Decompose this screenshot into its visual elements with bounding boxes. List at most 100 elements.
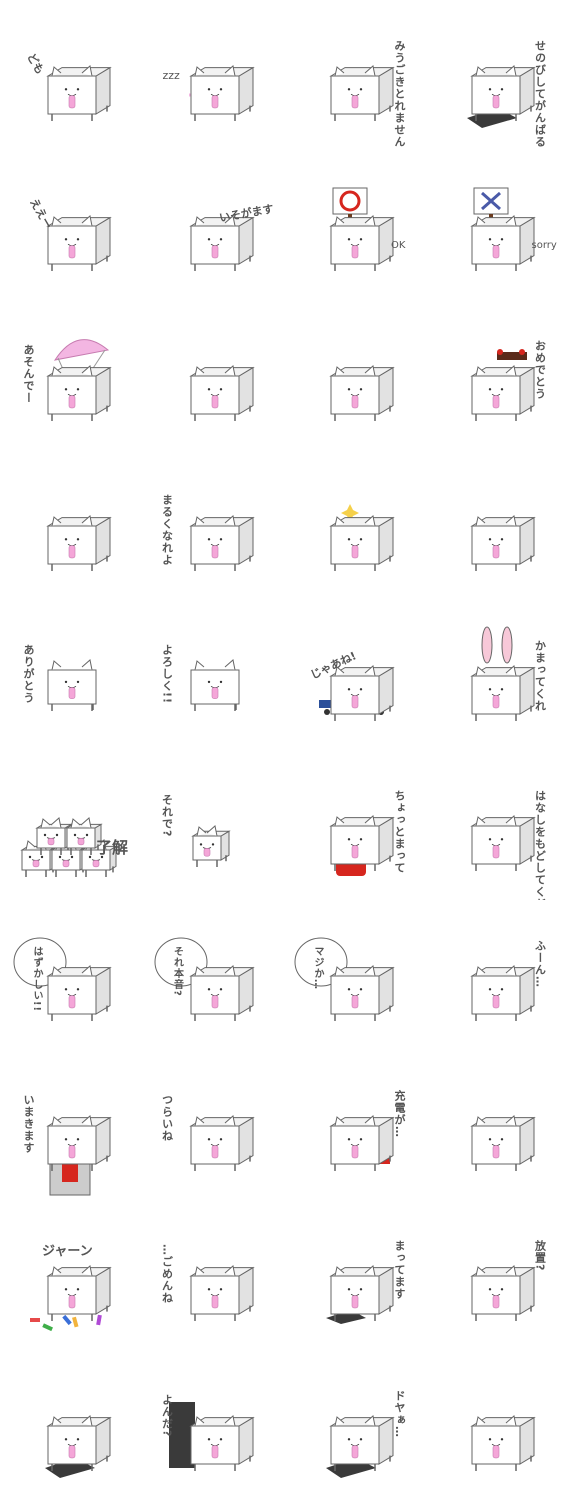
sticker-39[interactable]: ドヤぁ… [281, 1350, 422, 1500]
sticker-17[interactable]: ありがとう [0, 600, 141, 750]
sticker-1[interactable]: ども [0, 0, 141, 150]
box-cat [46, 1265, 112, 1321]
sticker-33[interactable]: ジャーン [0, 1200, 141, 1350]
sticker-illustration [466, 65, 536, 128]
box-cat [469, 965, 536, 1021]
sticker-9[interactable]: あそんでー [0, 300, 141, 450]
sticker-illustration [46, 65, 112, 121]
sticker-21[interactable]: 了解 [0, 750, 141, 900]
box-cat [329, 1115, 395, 1171]
box-cat [329, 1415, 395, 1471]
sticker-31[interactable]: 充電が… [281, 1050, 422, 1200]
sticker-7[interactable]: OK [281, 150, 422, 300]
box-cat [469, 215, 536, 271]
sticker-illustration [329, 1115, 395, 1171]
box-cat [188, 1415, 255, 1471]
sticker-prop [496, 349, 527, 360]
sticker-3[interactable]: みうごきとれません [281, 0, 422, 150]
sticker-illustration [469, 1415, 536, 1471]
sticker-40[interactable] [422, 1350, 562, 1500]
sticker-34[interactable]: …ごめんね [141, 1200, 282, 1350]
sticker-14[interactable]: まるくなれよ [141, 450, 282, 600]
box-cat [46, 365, 112, 421]
sticker-illustration [329, 504, 395, 571]
sticker-illustration [190, 659, 239, 711]
sticker-5[interactable]: ええー [0, 150, 141, 300]
box-cat [188, 215, 255, 271]
sticker-18[interactable]: よろしく!! [141, 600, 282, 750]
sticker-caption: ジャーン [42, 1244, 93, 1259]
sticker-38[interactable]: よんだ? [141, 1350, 282, 1500]
sticker-35[interactable]: まってます [281, 1200, 422, 1350]
box-cat [190, 825, 231, 867]
sticker-caption: かまってくれ [533, 640, 547, 712]
box-cat [469, 665, 536, 721]
sticker-16[interactable] [422, 450, 562, 600]
sticker-illustration [188, 65, 255, 121]
sticker-illustration [329, 365, 395, 421]
sticker-illustration [469, 187, 536, 271]
sticker-illustration [326, 1415, 395, 1478]
sticker-caption: ドヤぁ… [393, 1390, 406, 1438]
sticker-illustration [46, 1115, 112, 1196]
box-cat [469, 1115, 536, 1171]
sticker-illustration [188, 1265, 255, 1321]
box-cat [188, 1265, 255, 1321]
sticker-4[interactable]: せのびしてがんばる [422, 0, 562, 150]
sticker-illustration [30, 1265, 112, 1332]
sticker-illustration [168, 1402, 255, 1471]
box-cat [190, 659, 239, 711]
sticker-26[interactable]: それ本音? [141, 900, 282, 1050]
sticker-caption: はなしをもどしてください [533, 790, 547, 900]
sticker-25[interactable]: はずかしい!! [0, 900, 141, 1050]
sticker-13[interactable] [0, 450, 141, 600]
box-cat [188, 1115, 255, 1171]
sticker-2[interactable]: zzz [141, 0, 282, 150]
sticker-caption: zzz [162, 69, 180, 82]
box-cat [469, 815, 536, 871]
sticker-caption: 放置? [533, 1240, 547, 1272]
sticker-caption: いまきます [22, 1094, 35, 1154]
sticker-36[interactable]: 放置? [422, 1200, 562, 1350]
box-cat [46, 515, 112, 571]
box-cat [46, 65, 112, 121]
sticker-illustration [294, 937, 395, 1021]
box-cat [469, 365, 536, 421]
sticker-caption: つらいね [160, 1094, 174, 1142]
sticker-19[interactable]: じゃあね! [281, 600, 422, 750]
sticker-29[interactable]: いまきます [0, 1050, 141, 1200]
sticker-30[interactable]: つらいね [141, 1050, 282, 1200]
sticker-caption: 充電が… [393, 1090, 406, 1138]
sticker-caption: よろしく!! [160, 644, 174, 705]
sticker-10[interactable] [141, 300, 282, 450]
sticker-illustration [469, 349, 536, 421]
sticker-8[interactable]: sorry [422, 150, 562, 300]
sticker-24[interactable]: はなしをもどしてください [422, 750, 562, 900]
sticker-illustration [469, 815, 536, 871]
sticker-15[interactable] [281, 450, 422, 600]
sticker-23[interactable]: ちょっとまって [281, 750, 422, 900]
sticker-caption: ありがとう [22, 644, 35, 704]
box-cat [469, 1415, 536, 1471]
sticker-11[interactable] [281, 300, 422, 450]
sticker-22[interactable]: それで? [141, 750, 282, 900]
sticker-12[interactable]: おめでとう [422, 300, 562, 450]
box-cat [46, 1115, 112, 1171]
sticker-illustration [46, 515, 112, 571]
sticker-caption: みうごきとれません [393, 40, 406, 148]
sticker-illustration [45, 1415, 112, 1478]
sticker-illustration [469, 1265, 536, 1321]
sticker-illustration [190, 825, 231, 867]
sticker-6[interactable]: いそがます [141, 150, 282, 300]
sticker-37[interactable] [0, 1350, 141, 1500]
box-cat [469, 65, 536, 121]
sticker-caption: それ本音? [171, 946, 183, 997]
sticker-28[interactable]: ふーん… [422, 900, 562, 1050]
sticker-32[interactable] [422, 1050, 562, 1200]
sticker-illustration [20, 817, 118, 877]
box-cat [329, 1265, 395, 1321]
sticker-caption: はずかしい!! [31, 946, 42, 1013]
sticker-20[interactable]: かまってくれ [422, 600, 562, 750]
sticker-27[interactable]: マジか… [281, 900, 422, 1050]
